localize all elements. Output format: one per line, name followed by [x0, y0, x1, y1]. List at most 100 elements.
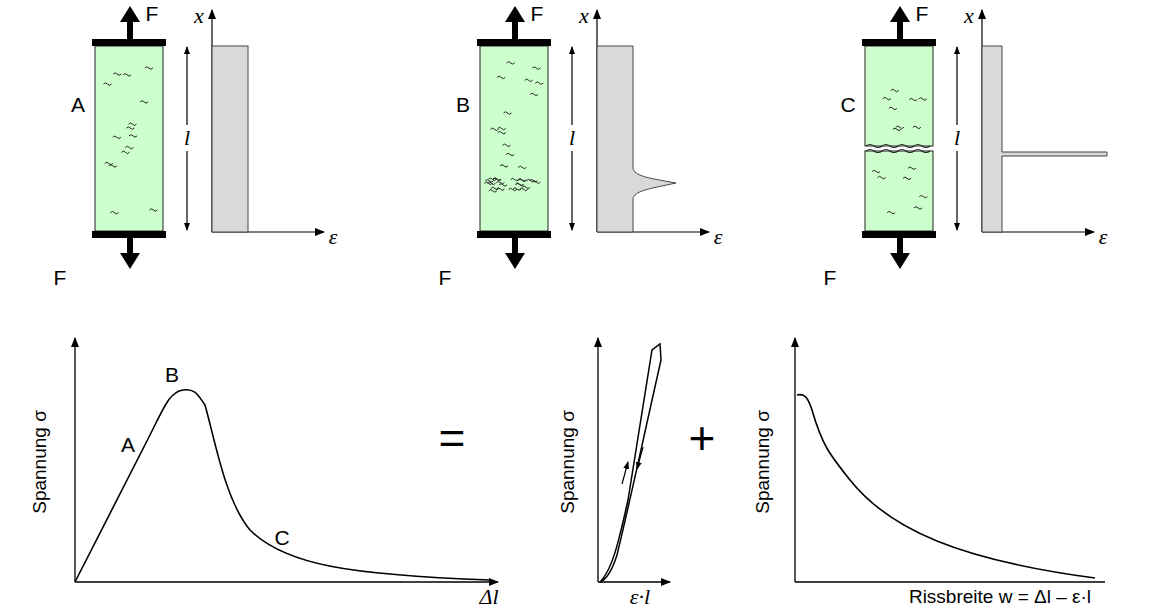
microcrack [896, 126, 904, 129]
microcrack [500, 165, 508, 168]
axis-label: x [964, 3, 974, 28]
state-letter: A [121, 433, 135, 457]
specimen-frame [477, 6, 709, 269]
specimen-upper [865, 46, 933, 146]
microcrack [891, 89, 899, 92]
axis-label: ε [329, 224, 338, 249]
axis [795, 581, 1105, 582]
axis-title: Spannung σ [29, 410, 51, 514]
microcrack [489, 190, 497, 193]
unload-arrow [637, 447, 643, 469]
axis-title: Spannung σ [752, 410, 774, 514]
microcrack [150, 209, 158, 212]
state-letter: C [840, 93, 855, 117]
microcrack [522, 186, 530, 189]
microcrack [506, 153, 514, 156]
axis [597, 338, 598, 582]
crack [866, 145, 930, 148]
microcrack [913, 126, 921, 128]
microcrack [109, 165, 117, 168]
microcrack [122, 151, 130, 154]
microcrack [919, 195, 927, 198]
state-letter: B [456, 93, 470, 117]
curve [797, 395, 1095, 578]
hysteresis-loop [600, 344, 661, 582]
microcrack [525, 79, 533, 82]
microcrack [113, 136, 121, 139]
force-label: F [824, 266, 837, 290]
force-label: F [916, 2, 929, 26]
axis-title: Spannung σ [557, 410, 579, 514]
specimen-frame [862, 6, 1094, 269]
microcrack [126, 127, 134, 130]
microcrack [113, 73, 121, 76]
axis-label: x [579, 3, 589, 28]
axis-label: ε·l [630, 584, 650, 609]
microcrack [919, 98, 927, 101]
curve [75, 390, 490, 582]
axis [598, 581, 670, 582]
microcrack [527, 179, 535, 182]
microcrack [496, 188, 504, 191]
microcrack [491, 128, 499, 131]
microcrack [914, 207, 922, 210]
microcrack [908, 167, 916, 170]
microcrack [532, 67, 540, 70]
axis-title: Rissbreite w = Δl – ε·l [909, 586, 1091, 608]
axis [794, 338, 795, 582]
microcracks [104, 62, 928, 214]
microcrack [504, 112, 512, 115]
microcrack [878, 176, 886, 179]
force-label: F [531, 2, 544, 26]
microcrack [498, 131, 506, 134]
microcrack [518, 166, 526, 169]
microcrack [104, 83, 112, 86]
microcrack [903, 177, 911, 180]
state-letter: B [165, 363, 179, 387]
microcrack [129, 123, 137, 126]
microcrack [509, 188, 517, 191]
specimen-frame [92, 6, 324, 269]
microcrack [872, 170, 880, 173]
force-label: F [146, 2, 159, 26]
microcrack [889, 107, 897, 110]
microcrack [488, 178, 496, 181]
load-arrow [622, 462, 628, 484]
microcrack [488, 182, 496, 185]
microcrack [497, 76, 505, 79]
strain-profile [597, 46, 676, 232]
axis [74, 338, 75, 582]
microcrack [535, 82, 543, 85]
force-label: F [54, 266, 67, 290]
state-letter: A [71, 93, 85, 117]
force-label: F [439, 266, 452, 290]
axis-label: x [194, 3, 204, 28]
microcrack [493, 178, 501, 181]
specimen-lower [865, 151, 933, 231]
microcrack [893, 128, 901, 131]
microcrack [498, 127, 506, 130]
specimen [95, 46, 163, 231]
microcrack [516, 183, 524, 186]
microcrack [123, 74, 131, 77]
axis [75, 581, 498, 582]
microcrack [111, 211, 119, 214]
axis-label: ε [1099, 224, 1108, 249]
specimen [480, 46, 548, 231]
strain-profile [982, 46, 1107, 232]
microcrack [519, 179, 527, 182]
strain-profile [212, 46, 248, 232]
crack [866, 150, 930, 153]
microcrack [503, 144, 511, 147]
microcrack [513, 188, 521, 191]
length-label: l [952, 125, 962, 150]
microcrack [496, 181, 504, 184]
microcrack [129, 135, 137, 138]
plus-sign: + [689, 412, 716, 465]
equals-sign: = [439, 412, 466, 465]
microcrack [518, 179, 526, 182]
microcrack [125, 146, 133, 149]
microcrack [530, 93, 538, 96]
